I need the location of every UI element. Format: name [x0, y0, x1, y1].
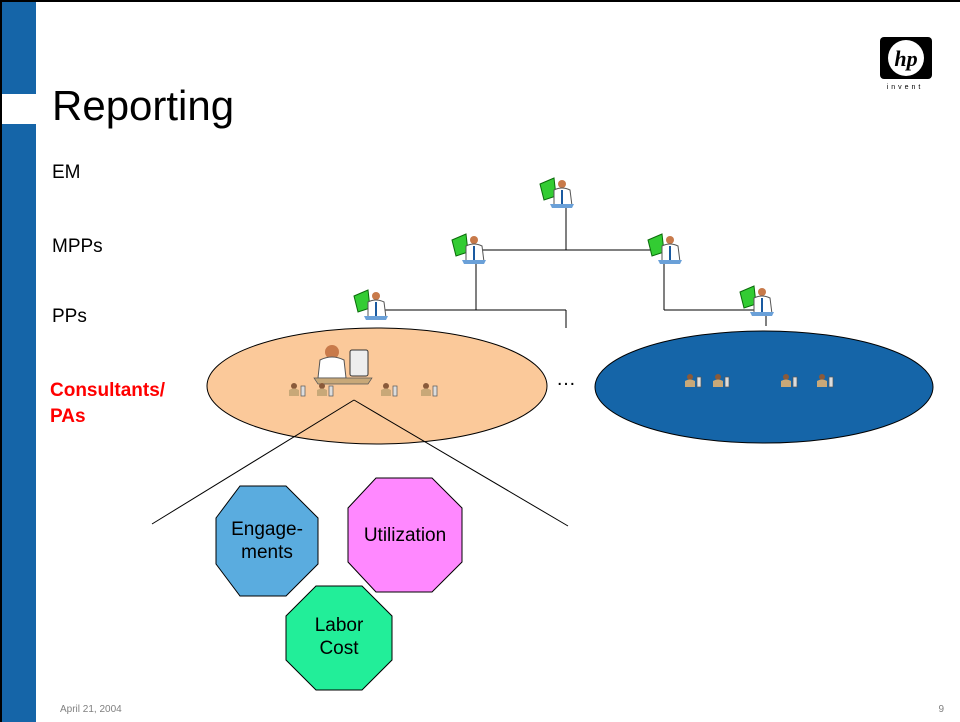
mpp-right-manager-icon [647, 233, 683, 265]
engagements-label: Engage- ments [216, 518, 318, 564]
hp-logo-mark: hp [894, 46, 917, 71]
presenter-icon [313, 345, 373, 385]
level-consultants-label: Consultants/ PAs [50, 378, 165, 430]
labor-cost-label-line-2: Cost [319, 638, 359, 659]
engagements-label-line-1: Engage- [231, 519, 303, 540]
labor-cost-label: Labor Cost [286, 614, 392, 660]
footer-date: April 21, 2004 [60, 704, 122, 715]
hp-logo-tagline: invent [886, 84, 924, 91]
pp-left-manager-icon [353, 289, 389, 321]
right-consultants-ellipse [594, 330, 934, 444]
level-em-label: EM [52, 162, 81, 183]
consultants-line-2: PAs [50, 406, 86, 427]
left-consultants-ellipse [206, 327, 548, 445]
hierarchy-connectors [378, 208, 767, 328]
footer-page-number: 9 [938, 704, 944, 715]
level-pps-label: PPs [52, 306, 87, 327]
utilization-octagon [347, 477, 463, 593]
labor-cost-octagon [285, 585, 393, 691]
labor-cost-label-line-1: Labor [314, 615, 364, 636]
utilization-label: Utilization [363, 525, 447, 546]
em-manager-icon [539, 177, 575, 209]
mpp-left-manager-icon [451, 233, 487, 265]
metrics-fan-lines [151, 399, 569, 527]
hp-logo: hp [880, 37, 932, 79]
engagements-octagon [215, 485, 319, 597]
pp-right-manager-icon [739, 285, 775, 317]
more-groups-ellipsis: … [556, 368, 576, 390]
level-mpps-label: MPPs [52, 236, 103, 257]
engagements-label-line-2: ments [241, 542, 293, 563]
slide-title: Reporting [52, 82, 235, 129]
consultants-line-1: Consultants/ [50, 380, 166, 401]
title-notch [2, 94, 36, 124]
